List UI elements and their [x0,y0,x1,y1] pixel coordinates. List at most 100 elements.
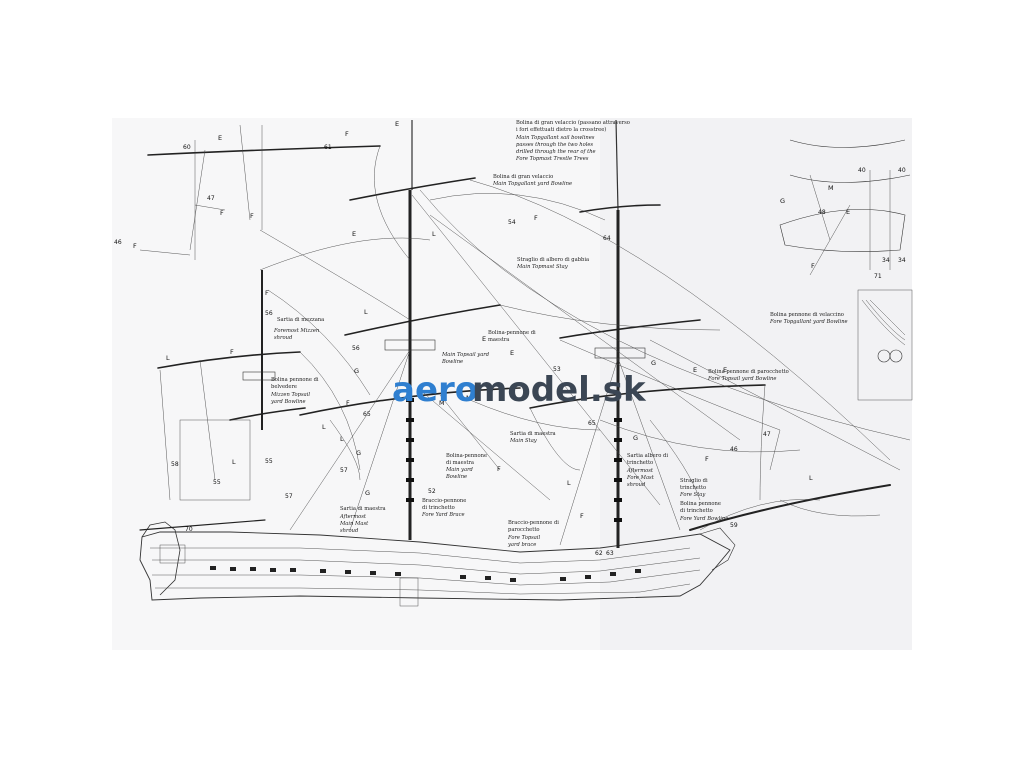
label-main-yard-bowline: Bolina-pennone di maestra Main yard Bowl… [445,453,487,480]
label-main-topsail-yard-bowline: Bolina-pennone di maestra Main Topsail y… [441,330,536,365]
letter-marker: F [534,214,538,222]
watermark-logo-model: model.sk [472,370,647,410]
label-main-topgallant-yard-bowline: Bolina di gran velaccio Main Topgallant … [492,174,572,187]
svg-text:Bolina-pennone di: Bolina-pennone di [488,330,536,336]
marker-46-b: 46 [730,446,738,453]
svg-text:trinchetto: trinchetto [627,460,653,466]
svg-text:yard brace: yard brace [507,542,536,548]
svg-text:Main Topsail yard: Main Topsail yard [441,352,490,358]
svg-text:Sartia di maestra: Sartia di maestra [340,506,386,512]
letter-marker: L [232,458,236,466]
marker-57-a: 57 [285,493,293,500]
svg-text:Bolina pennone di parocchetto: Bolina pennone di parocchetto [708,369,789,375]
svg-text:Bolina-pennone: Bolina-pennone [446,453,487,459]
svg-text:Main yard: Main yard [445,467,474,473]
label-fore-yard-bowline: Bolina pennone di trinchetto Fore Yard B… [679,501,728,522]
svg-text:shroud: shroud [274,335,293,341]
letter-marker: G [780,197,785,205]
label-foremost-mizzen-shroud: Sartia di mezzana Foremost Mizzen shroud [273,317,324,341]
letter-marker: E [723,366,727,374]
watermark-logo-aero: aero [392,370,478,410]
svg-text:Bolina di gran velaccio: Bolina di gran velaccio [493,174,553,180]
letter-marker: L [364,308,368,316]
label-main-topmast-stay: Straglio di albero di gabbia Main Topmas… [516,257,589,270]
letter-marker: L [567,479,571,487]
svg-text:Main Topmast Stay: Main Topmast Stay [516,264,568,270]
letter-marker: F [811,262,815,270]
svg-text:Main Topgallant yard Bowline: Main Topgallant yard Bowline [492,181,572,187]
letter-marker: F [250,212,254,220]
letter-marker: M [828,184,834,192]
rigging-labels: Bolina di gran velaccio (passano attrave… [270,119,848,548]
label-fore-topsail-yard-bowline: Bolina pennone di parocchetto Fore Topsa… [707,369,789,382]
letter-marker: G [356,449,361,457]
svg-text:Sartia di maestra: Sartia di maestra [510,431,556,437]
label-fore-topsail-yard-brace: Braccio-pennone di parocchetto Fore Tops… [507,520,559,548]
marker-65-a: 65 [363,411,371,418]
svg-text:Mizzen Topsail: Mizzen Topsail [270,392,310,398]
svg-text:Bolina di gran velaccio (passa: Bolina di gran velaccio (passano attrave… [516,119,630,126]
marker-62: 62 [595,550,603,557]
svg-text:Main Topgallant sail bowlines: Main Topgallant sail bowlines [515,135,595,141]
label-aftermost-main-mast-shroud: Sartia di maestra Aftermost Main Mast sh… [339,506,386,534]
svg-text:Aftermost: Aftermost [626,468,654,474]
letter-marker: E [395,120,399,128]
label-fore-yard-brace: Braccio-pennone di trinchetto Fore Yard … [421,498,466,518]
aeromodel-watermark: aero model.sk [392,370,647,410]
marker-46: 46 [114,239,122,246]
marker-59: 59 [730,522,738,529]
svg-text:Fore Topmast Trestle Trees: Fore Topmast Trestle Trees [515,156,589,162]
svg-text:Fore Mast: Fore Mast [626,475,655,481]
svg-text:parocchetto: parocchetto [508,527,540,533]
marker-53: 53 [553,366,561,373]
svg-text:belvedere: belvedere [271,384,297,390]
letter-marker: G [354,367,359,375]
marker-56-a: 56 [265,310,273,317]
marker-40-a: 40 [858,167,866,174]
svg-text:Fore Topsail: Fore Topsail [507,535,541,541]
svg-text:shroud: shroud [627,482,646,488]
paper-sheet-right [600,118,912,650]
letter-marker: G [365,489,370,497]
marker-47: 47 [207,195,215,202]
svg-text:passes through the two holes: passes through the two holes [516,142,593,148]
letter-marker: L [809,474,813,482]
svg-text:i fori effettuati dietro la cr: i fori effettuati dietro la crosstree) [516,126,606,133]
letter-marker: F [580,512,584,520]
svg-text:drilled through the rear of th: drilled through the rear of the [516,149,596,155]
marker-64: 64 [603,235,611,242]
marker-60: 60 [183,144,191,151]
letter-marker: F [133,242,137,250]
letter-marker: F [497,465,501,473]
svg-text:Bowline: Bowline [445,474,467,480]
label-fore-topgallant-yard-bowline: Bolina pennone di velaccino Fore Topgall… [769,312,848,325]
marker-57-b: 57 [340,467,348,474]
svg-text:Sartia albero di: Sartia albero di [627,453,668,459]
marker-56-b: 56 [352,345,360,352]
svg-text:Fore Topsail yard Bowline: Fore Topsail yard Bowline [707,376,776,382]
svg-text:Fore Yard Brace: Fore Yard Brace [421,512,465,518]
marker-54: 54 [508,219,516,226]
svg-text:shroud: shroud [340,528,359,534]
svg-text:Aftermost: Aftermost [339,514,367,520]
svg-text:Fore Yard Bowline: Fore Yard Bowline [679,516,728,522]
letter-marker: E [482,335,486,343]
svg-text:Sartia di mezzana: Sartia di mezzana [277,317,324,323]
svg-text:Braccio-pennone di: Braccio-pennone di [508,520,559,526]
letter-marker: M [466,394,472,402]
letter-marker: E [352,230,356,238]
svg-text:trinchetto: trinchetto [680,485,706,491]
label-aftermost-fore-mast-shroud: Sartia albero di trinchetto Aftermost Fo… [626,453,668,488]
svg-text:Foremost Mizzen: Foremost Mizzen [273,328,319,334]
letter-marker: F [346,399,350,407]
marker-55-b: 55 [265,458,273,465]
letter-marker: F [345,130,349,138]
number-markers: 46 47 60 61 56 56 54 64 53 58 55 55 57 5… [114,144,906,557]
svg-text:Main Mast: Main Mast [339,521,369,527]
label-main-stay: Sartia di maestra Main Stay [509,431,556,444]
svg-text:Fore Topgallant yard Bowline: Fore Topgallant yard Bowline [769,319,848,325]
svg-text:maestra: maestra [488,337,509,343]
marker-70: 70 [185,526,193,533]
marker-34-a: 34 [882,257,890,264]
